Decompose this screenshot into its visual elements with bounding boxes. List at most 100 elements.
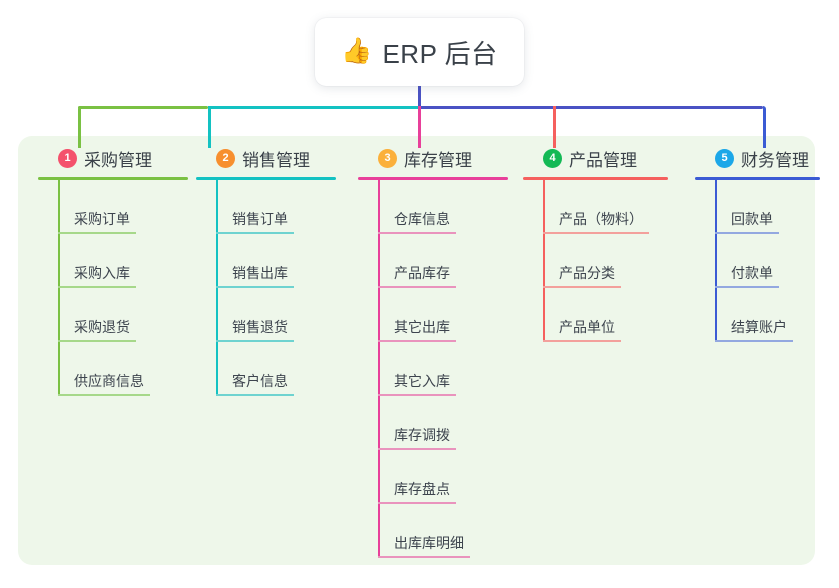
leaf-item-rule — [216, 340, 294, 342]
branch-title: 财务管理 — [741, 150, 809, 170]
leaf-item-label: 产品单位 — [559, 319, 615, 335]
leaf-item[interactable]: 仓库信息 — [358, 180, 508, 234]
leaf-item[interactable]: 结算账户 — [695, 288, 820, 342]
branch-leaf-list: 产品（物料） 产品分类产品单位 — [523, 180, 668, 342]
branch-header-rule — [695, 177, 820, 180]
leaf-item-rule — [216, 394, 294, 396]
leaf-item-rule — [378, 340, 456, 342]
branch-spine — [216, 180, 218, 396]
branch-spine — [378, 180, 380, 558]
leaf-item-label: 其它入库 — [394, 373, 450, 389]
branch-spine — [715, 180, 717, 342]
branch-column-产品管理: 4 产品管理产品（物料） 产品分类产品单位 — [523, 146, 668, 342]
leaf-item[interactable]: 产品（物料） — [523, 180, 668, 234]
leaf-item[interactable]: 产品单位 — [523, 288, 668, 342]
branch-spine — [58, 180, 60, 396]
leaf-item[interactable]: 销售退货 — [196, 288, 336, 342]
diagram-panel — [18, 136, 815, 565]
leaf-item-rule — [715, 286, 779, 288]
branch-column-财务管理: 5 财务管理回款单付款单结算账户 — [695, 146, 820, 342]
leaf-item-rule — [543, 340, 621, 342]
leaf-item-rule — [378, 232, 456, 234]
branch-header-产品管理[interactable]: 4 产品管理 — [523, 146, 668, 170]
leaf-item[interactable]: 销售订单 — [196, 180, 336, 234]
branch-number-badge: 3 — [378, 148, 397, 168]
leaf-item-label: 回款单 — [731, 211, 773, 227]
branch-header-rule — [358, 177, 508, 180]
leaf-item[interactable]: 库存盘点 — [358, 450, 508, 504]
thumbs-up-icon: 👍 — [341, 36, 373, 65]
leaf-item-label: 客户信息 — [232, 373, 288, 389]
leaf-item-rule — [216, 232, 294, 234]
drop-connector-销售管理 — [208, 106, 211, 148]
branch-header-rule — [196, 177, 336, 180]
trunk-segment-3 — [418, 106, 763, 109]
leaf-item[interactable]: 销售出库 — [196, 234, 336, 288]
branch-header-库存管理[interactable]: 3 库存管理 — [358, 146, 508, 170]
leaf-item-label: 结算账户 — [731, 319, 787, 335]
leaf-item-label: 采购退货 — [74, 319, 130, 335]
branch-column-库存管理: 3 库存管理仓库信息产品库存其它出库其它入库库存调拨库存盘点出库库明细 — [358, 146, 508, 558]
branch-header-财务管理[interactable]: 5 财务管理 — [695, 146, 820, 170]
leaf-item[interactable]: 采购退货 — [38, 288, 188, 342]
leaf-item-rule — [378, 556, 470, 558]
leaf-item-rule — [378, 502, 456, 504]
leaf-item[interactable]: 付款单 — [695, 234, 820, 288]
leaf-item[interactable]: 产品库存 — [358, 234, 508, 288]
leaf-item-rule — [378, 448, 456, 450]
leaf-item-rule — [216, 286, 294, 288]
leaf-item-label: 产品分类 — [559, 265, 615, 281]
leaf-item-label: 产品（物料） — [559, 211, 643, 227]
branch-title: 销售管理 — [242, 150, 310, 170]
branch-number-badge: 1 — [58, 148, 77, 168]
branch-header-采购管理[interactable]: 1 采购管理 — [38, 146, 188, 170]
leaf-item[interactable]: 产品分类 — [523, 234, 668, 288]
leaf-item-rule — [543, 286, 621, 288]
leaf-item[interactable]: 回款单 — [695, 180, 820, 234]
leaf-item-label: 采购入库 — [74, 265, 130, 281]
branch-title: 库存管理 — [404, 150, 472, 170]
leaf-item-label: 销售订单 — [232, 211, 288, 227]
leaf-item-label: 付款单 — [731, 265, 773, 281]
branch-title: 产品管理 — [569, 150, 637, 170]
branch-column-采购管理: 1 采购管理采购订单采购入库采购退货供应商信息 — [38, 146, 188, 396]
branch-number-badge: 5 — [715, 148, 734, 168]
branch-spine — [543, 180, 545, 342]
branch-number-badge: 2 — [216, 148, 235, 168]
leaf-item-label: 库存盘点 — [394, 481, 450, 497]
branch-number-badge: 4 — [543, 148, 562, 168]
leaf-item-rule — [58, 340, 136, 342]
leaf-item-rule — [378, 394, 456, 396]
leaf-item[interactable]: 出库库明细 — [358, 504, 508, 558]
root-node[interactable]: 👍 ERP 后台 — [315, 18, 524, 86]
leaf-item[interactable]: 客户信息 — [196, 342, 336, 396]
leaf-item[interactable]: 采购入库 — [38, 234, 188, 288]
trunk-segment-1 — [78, 106, 208, 109]
leaf-item-label: 出库库明细 — [394, 535, 464, 551]
leaf-item-rule — [543, 232, 649, 234]
branch-column-销售管理: 2 销售管理销售订单销售出库销售退货客户信息 — [196, 146, 336, 396]
leaf-item-label: 采购订单 — [74, 211, 130, 227]
leaf-item[interactable]: 库存调拨 — [358, 396, 508, 450]
leaf-item[interactable]: 采购订单 — [38, 180, 188, 234]
branch-leaf-list: 仓库信息产品库存其它出库其它入库库存调拨库存盘点出库库明细 — [358, 180, 508, 558]
branch-header-销售管理[interactable]: 2 销售管理 — [196, 146, 336, 170]
drop-connector-采购管理 — [78, 106, 81, 148]
leaf-item-label: 仓库信息 — [394, 211, 450, 227]
leaf-item-label: 销售退货 — [232, 319, 288, 335]
leaf-item-rule — [378, 286, 456, 288]
leaf-item[interactable]: 供应商信息 — [38, 342, 188, 396]
branch-leaf-list: 销售订单销售出库销售退货客户信息 — [196, 180, 336, 396]
leaf-item[interactable]: 其它出库 — [358, 288, 508, 342]
drop-connector-库存管理 — [418, 106, 421, 148]
drop-connector-财务管理 — [763, 106, 766, 148]
leaf-item-label: 供应商信息 — [74, 373, 144, 389]
branch-header-rule — [38, 177, 188, 180]
leaf-item-label: 销售出库 — [232, 265, 288, 281]
branch-header-rule — [523, 177, 668, 180]
leaf-item-rule — [715, 340, 793, 342]
branch-title: 采购管理 — [84, 150, 152, 170]
leaf-item[interactable]: 其它入库 — [358, 342, 508, 396]
branch-leaf-list: 回款单付款单结算账户 — [695, 180, 820, 342]
leaf-item-label: 产品库存 — [394, 265, 450, 281]
